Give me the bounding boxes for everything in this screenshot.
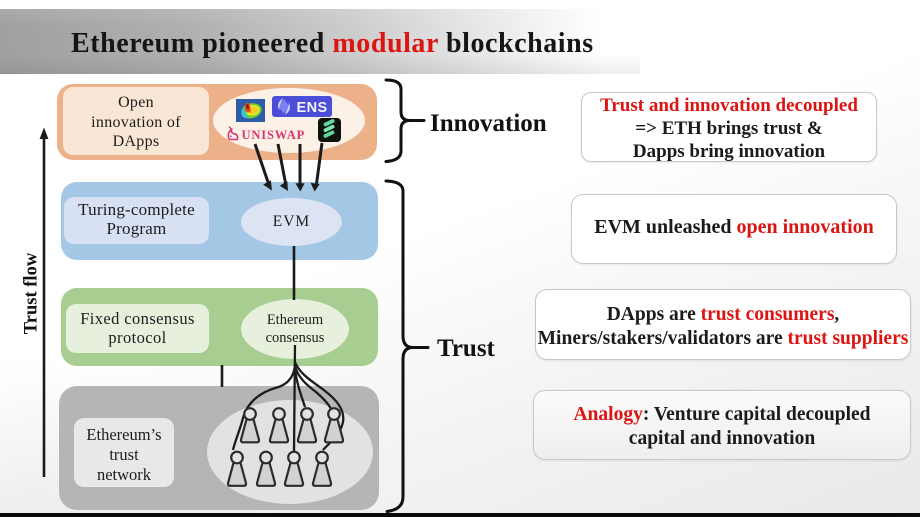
svg-text:UNISWAP: UNISWAP — [242, 128, 306, 142]
svg-text:ENS: ENS — [297, 99, 328, 115]
